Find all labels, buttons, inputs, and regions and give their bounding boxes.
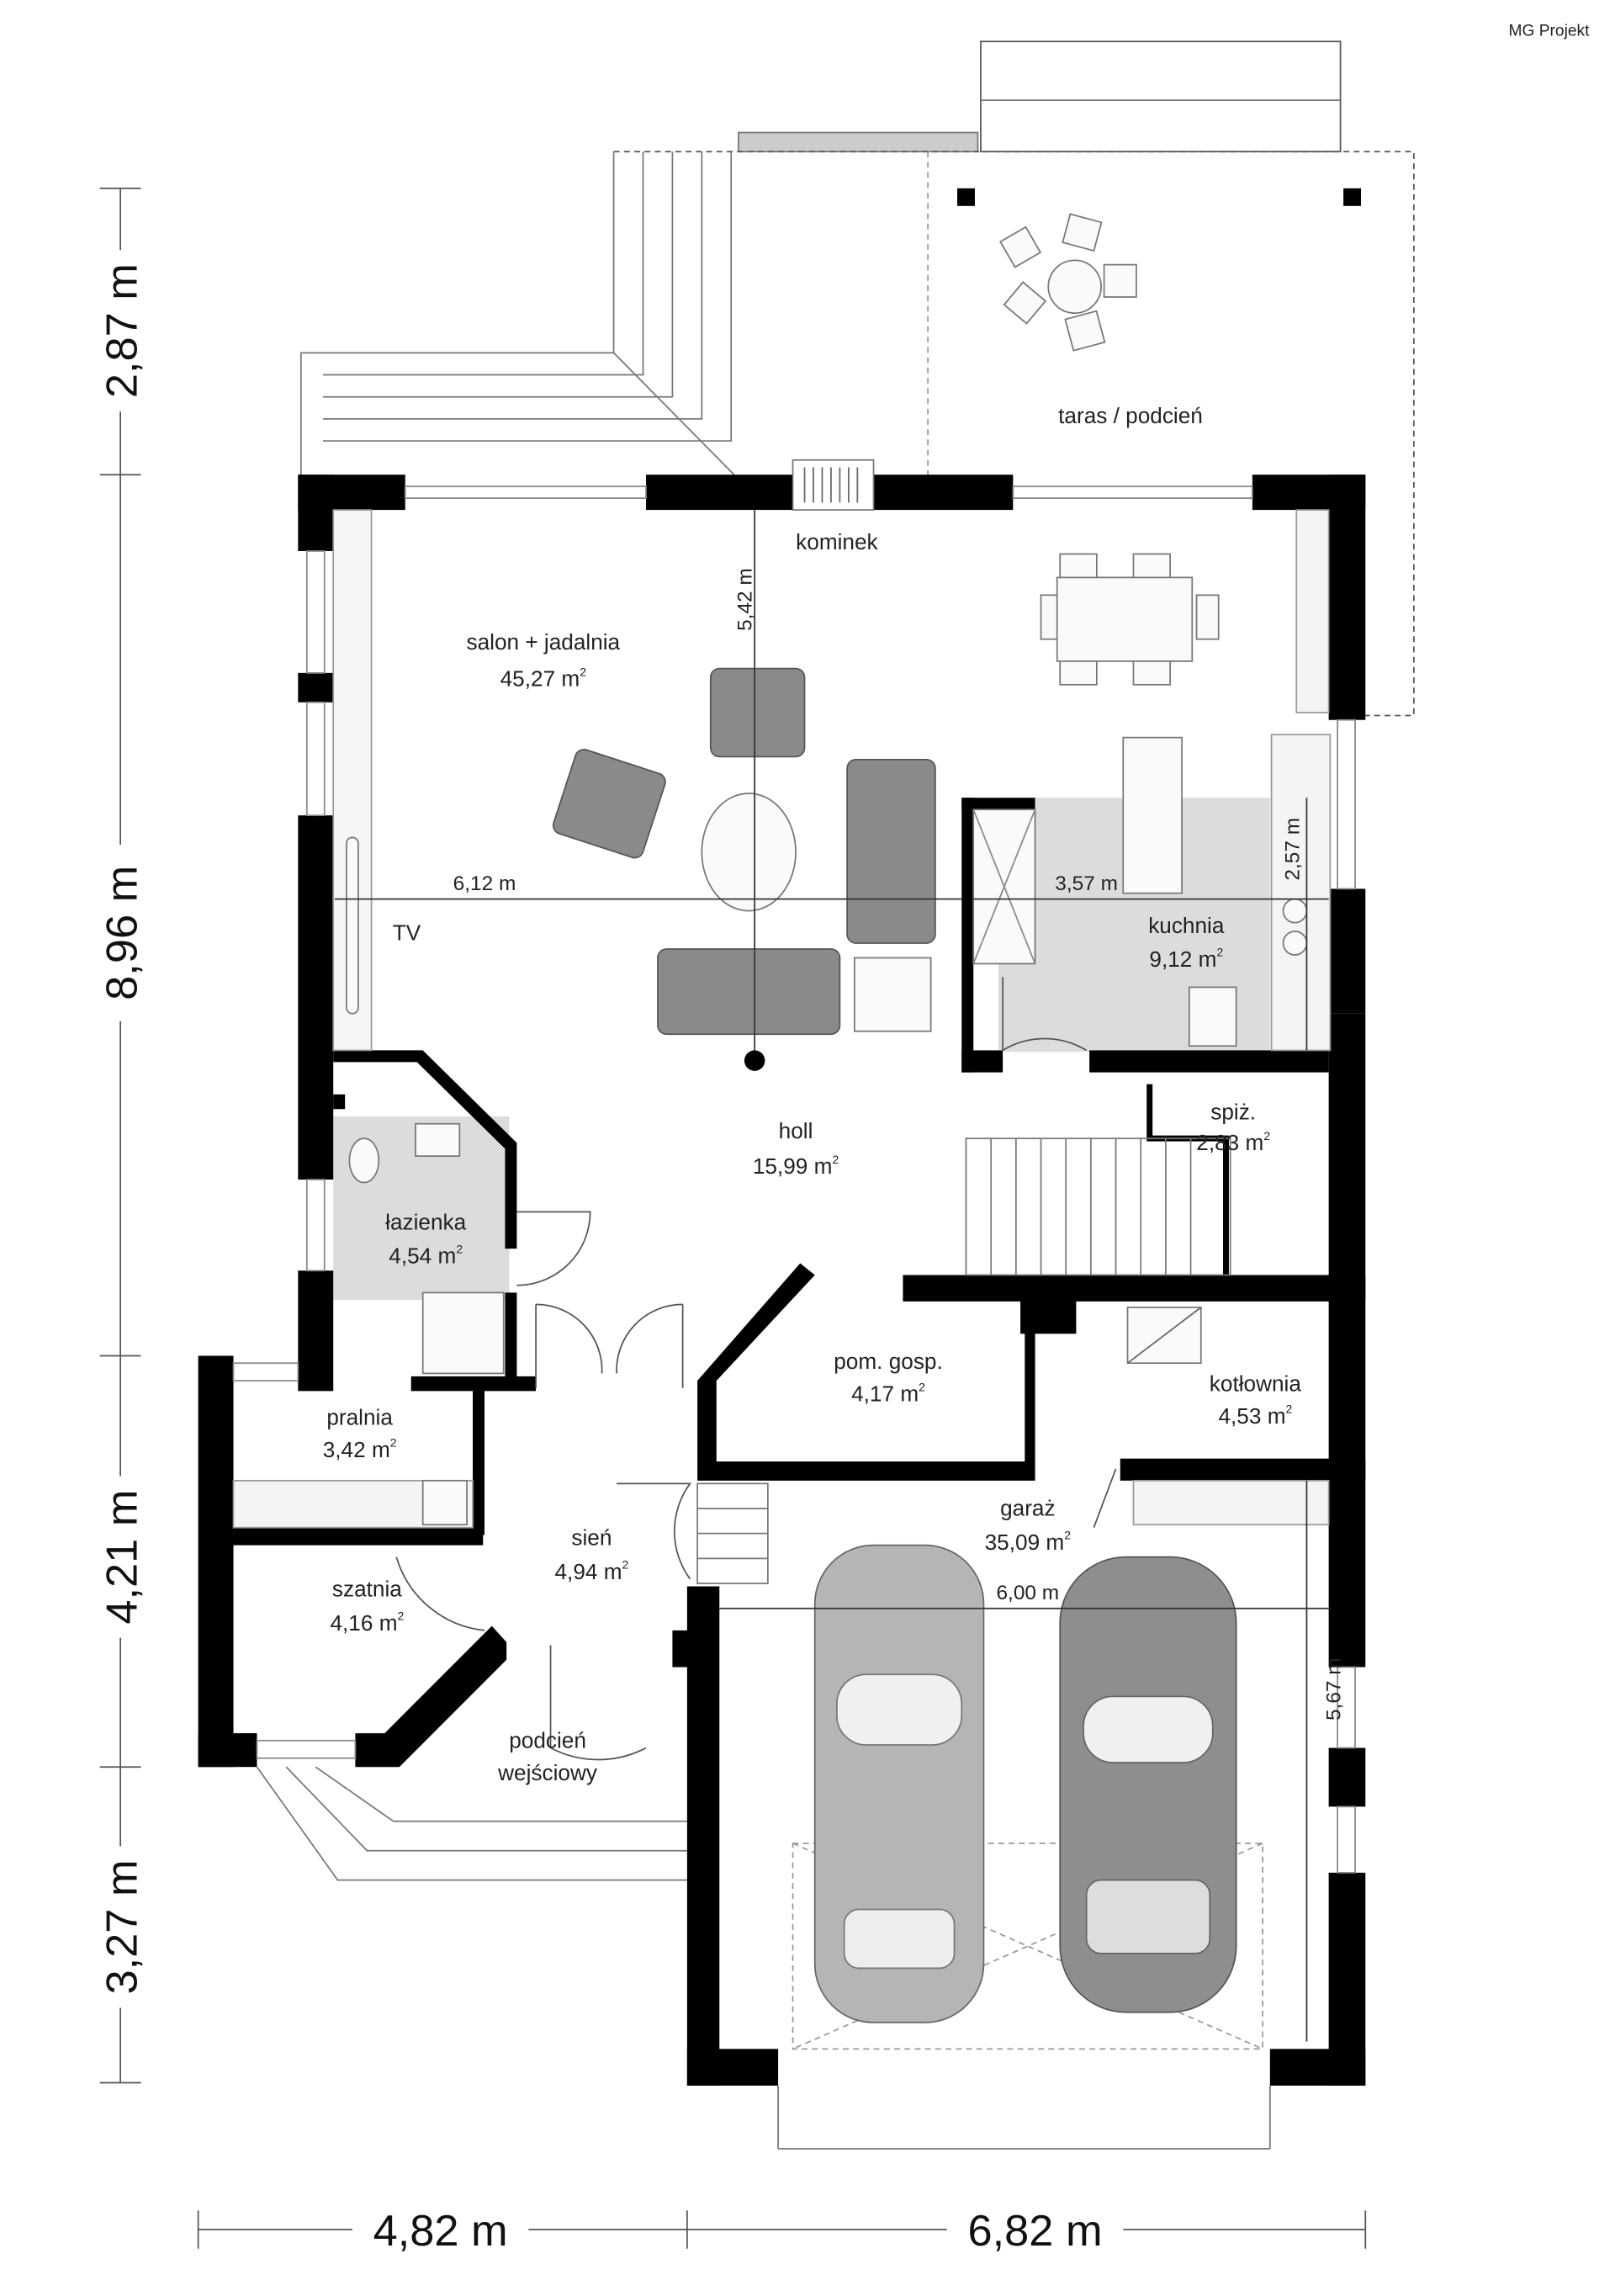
brand-logo: MG Projekt <box>1508 22 1590 40</box>
room-name-sien: sień <box>571 1525 612 1551</box>
room-labels: salon + jadalnia 45,27 m2 kuchnia 9,12 m… <box>323 629 1302 1785</box>
room-name-kuchnia: kuchnia <box>1148 913 1225 938</box>
left-dimension-line: 2,87 m 8,96 m 4,21 m 3,27 m <box>91 187 151 2084</box>
room-name-salon: salon + jadalnia <box>467 629 621 655</box>
sofa-set <box>552 667 936 1036</box>
room-name-pom-gosp: pom. gosp. <box>834 1349 942 1374</box>
room-name-kotlownia: kotłownia <box>1210 1371 1302 1396</box>
room-name-podcien-1: podcień <box>509 1728 586 1753</box>
boiler-room-unit <box>1126 1307 1202 1365</box>
room-area-spiz: 2,83 m2 <box>1196 1129 1270 1155</box>
room-area-pralnia: 3,42 m2 <box>323 1436 397 1462</box>
bottom-dimension-line: 4,82 m 6,82 m <box>197 2200 1367 2259</box>
fireplace-label: kominek <box>796 529 878 554</box>
walls <box>198 475 1366 2086</box>
dim-bottom-1: 4,82 m <box>373 2207 508 2256</box>
room-area-holl: 15,99 m2 <box>753 1153 839 1179</box>
doors <box>395 977 1117 1761</box>
dim-garage-depth: 5,67 m <box>1323 1657 1346 1721</box>
dim-left-3: 4,21 m <box>98 1490 146 1625</box>
room-name-spiz: spiż. <box>1210 1099 1256 1124</box>
terrace: taras / podcień <box>299 40 1415 717</box>
bathroom-fixtures <box>348 1122 505 1375</box>
fireplace: kominek <box>792 459 879 554</box>
inner-dimensions: 5,42 m 6,12 m 3,57 m 2,57 m 6,00 m 5,67 … <box>334 510 1346 2042</box>
dim-bottom-2: 6,82 m <box>968 2207 1103 2256</box>
room-name-garaz: garaż <box>1000 1496 1055 1521</box>
room-area-salon: 45,27 m2 <box>500 665 587 691</box>
dining-table <box>1040 553 1220 686</box>
room-area-kuchnia: 9,12 m2 <box>1149 946 1223 972</box>
room-area-kotlownia: 4,53 m2 <box>1218 1403 1292 1429</box>
room-name-podcien-2: wejściowy <box>497 1760 598 1785</box>
kitchen-units <box>972 509 1332 1052</box>
room-area-lazienka: 4,54 m2 <box>389 1242 463 1268</box>
room-name-pralnia: pralnia <box>326 1405 393 1430</box>
tv-label: TV <box>393 920 421 946</box>
room-area-sien: 4,94 m2 <box>555 1558 629 1584</box>
dim-salon-depth: 5,42 m <box>734 568 757 631</box>
dim-left-2: 8,96 m <box>98 866 146 1000</box>
dim-garage-width: 6,00 m <box>996 1582 1059 1604</box>
garage-cars <box>792 1479 1330 2050</box>
dim-left-4: 3,27 m <box>98 1859 146 1994</box>
dim-kitchen-width: 3,57 m <box>1055 872 1118 895</box>
room-area-garaz: 35,09 m2 <box>985 1529 1072 1555</box>
room-area-szatnia: 4,16 m2 <box>330 1609 404 1636</box>
entrance-steps <box>256 1766 1271 2150</box>
laundry-counter <box>232 1479 474 1529</box>
dim-kitchen-depth: 2,57 m <box>1282 818 1305 881</box>
room-name-szatnia: szatnia <box>332 1577 402 1602</box>
stairs <box>696 1137 1231 1584</box>
windows <box>232 485 1356 1874</box>
room-label-taras: taras / podcień <box>1058 403 1203 428</box>
tv-unit: TV <box>332 509 421 1052</box>
room-name-lazienka: łazienka <box>385 1209 466 1234</box>
car-left <box>813 1544 985 2023</box>
dim-salon-width: 6,12 m <box>453 872 516 895</box>
room-area-pom-gosp: 4,17 m2 <box>851 1380 925 1406</box>
room-name-holl: holl <box>779 1118 813 1143</box>
dim-left-1: 2,87 m <box>98 263 146 398</box>
